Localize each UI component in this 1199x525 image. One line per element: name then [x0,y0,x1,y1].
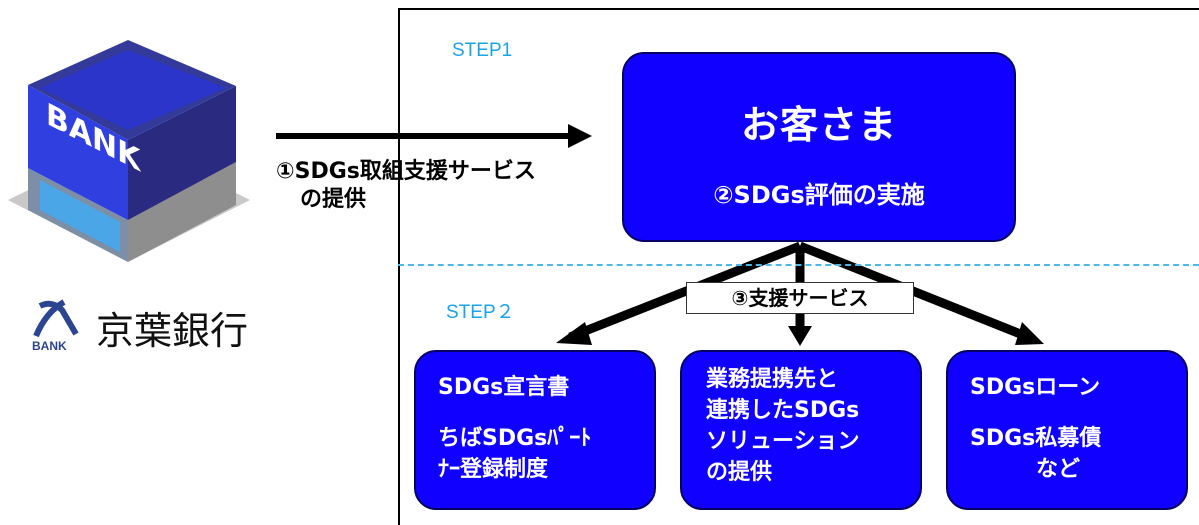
bank-sign-face [28,85,128,220]
provide-service-label-line1: ①SDGs取組支援サービス [276,159,536,184]
building-window [40,180,120,252]
service-line: SDGs宣言書 [438,375,570,400]
service-line: ソリューション [706,429,860,454]
service-line: ちばSDGsﾊﾟｰﾄ [438,426,592,451]
step-divider [398,264,1199,266]
customer-subtitle: ②SDGs評価の実施 [713,181,925,209]
service-line: 連携したSDGs [706,398,860,423]
step-frame-top [398,8,1199,10]
support-service-label: ③支援サービス [686,282,914,314]
service-box-partner-solutions: 業務提携先と 連携したSDGs ソリューション の提供 [680,350,922,510]
service-line: など [970,457,1081,482]
bank-logo-text: BANK [32,339,67,353]
customer-title: お客さま [740,103,897,147]
building-roof-inner [40,50,226,130]
service-box-declaration: SDGs宣言書 ちばSDGsﾊﾟｰﾄ ﾅｰ登録制度 [414,350,656,510]
service-line: SDGs私募債 [970,426,1102,451]
provide-service-label: ①SDGs取組支援サービス の提供 [276,158,536,214]
arrow-head-center [788,326,812,346]
building-base-right [128,162,236,262]
arrow-head-right [1015,322,1044,345]
service-line: ﾅｰ登録制度 [438,457,549,482]
service-line: SDGsローン [970,375,1101,400]
step1-label: STEP1 [452,40,513,61]
service-line-gap [970,403,1186,423]
step2-label: STEP２ [446,302,515,323]
provide-service-label-line2: の提供 [300,187,367,212]
service-line: の提供 [706,460,773,485]
step-frame-left [398,8,400,525]
arrow-head-left [556,322,592,345]
bank-logo-icon: BANK [32,299,79,353]
service-box-loans-bonds: SDGsローン SDGs私募債 など [946,350,1188,510]
customer-box: お客さま ②SDGs評価の実施 [622,52,1016,242]
arrow-to-service-right [798,241,1030,342]
building-side-face [128,86,236,220]
service-line: 業務提携先と [706,367,839,392]
service-line-gap [438,403,654,423]
bank-name: 京葉銀行 [96,309,249,353]
arrow-to-service-left [568,241,802,342]
provide-arrow-head [568,124,592,148]
